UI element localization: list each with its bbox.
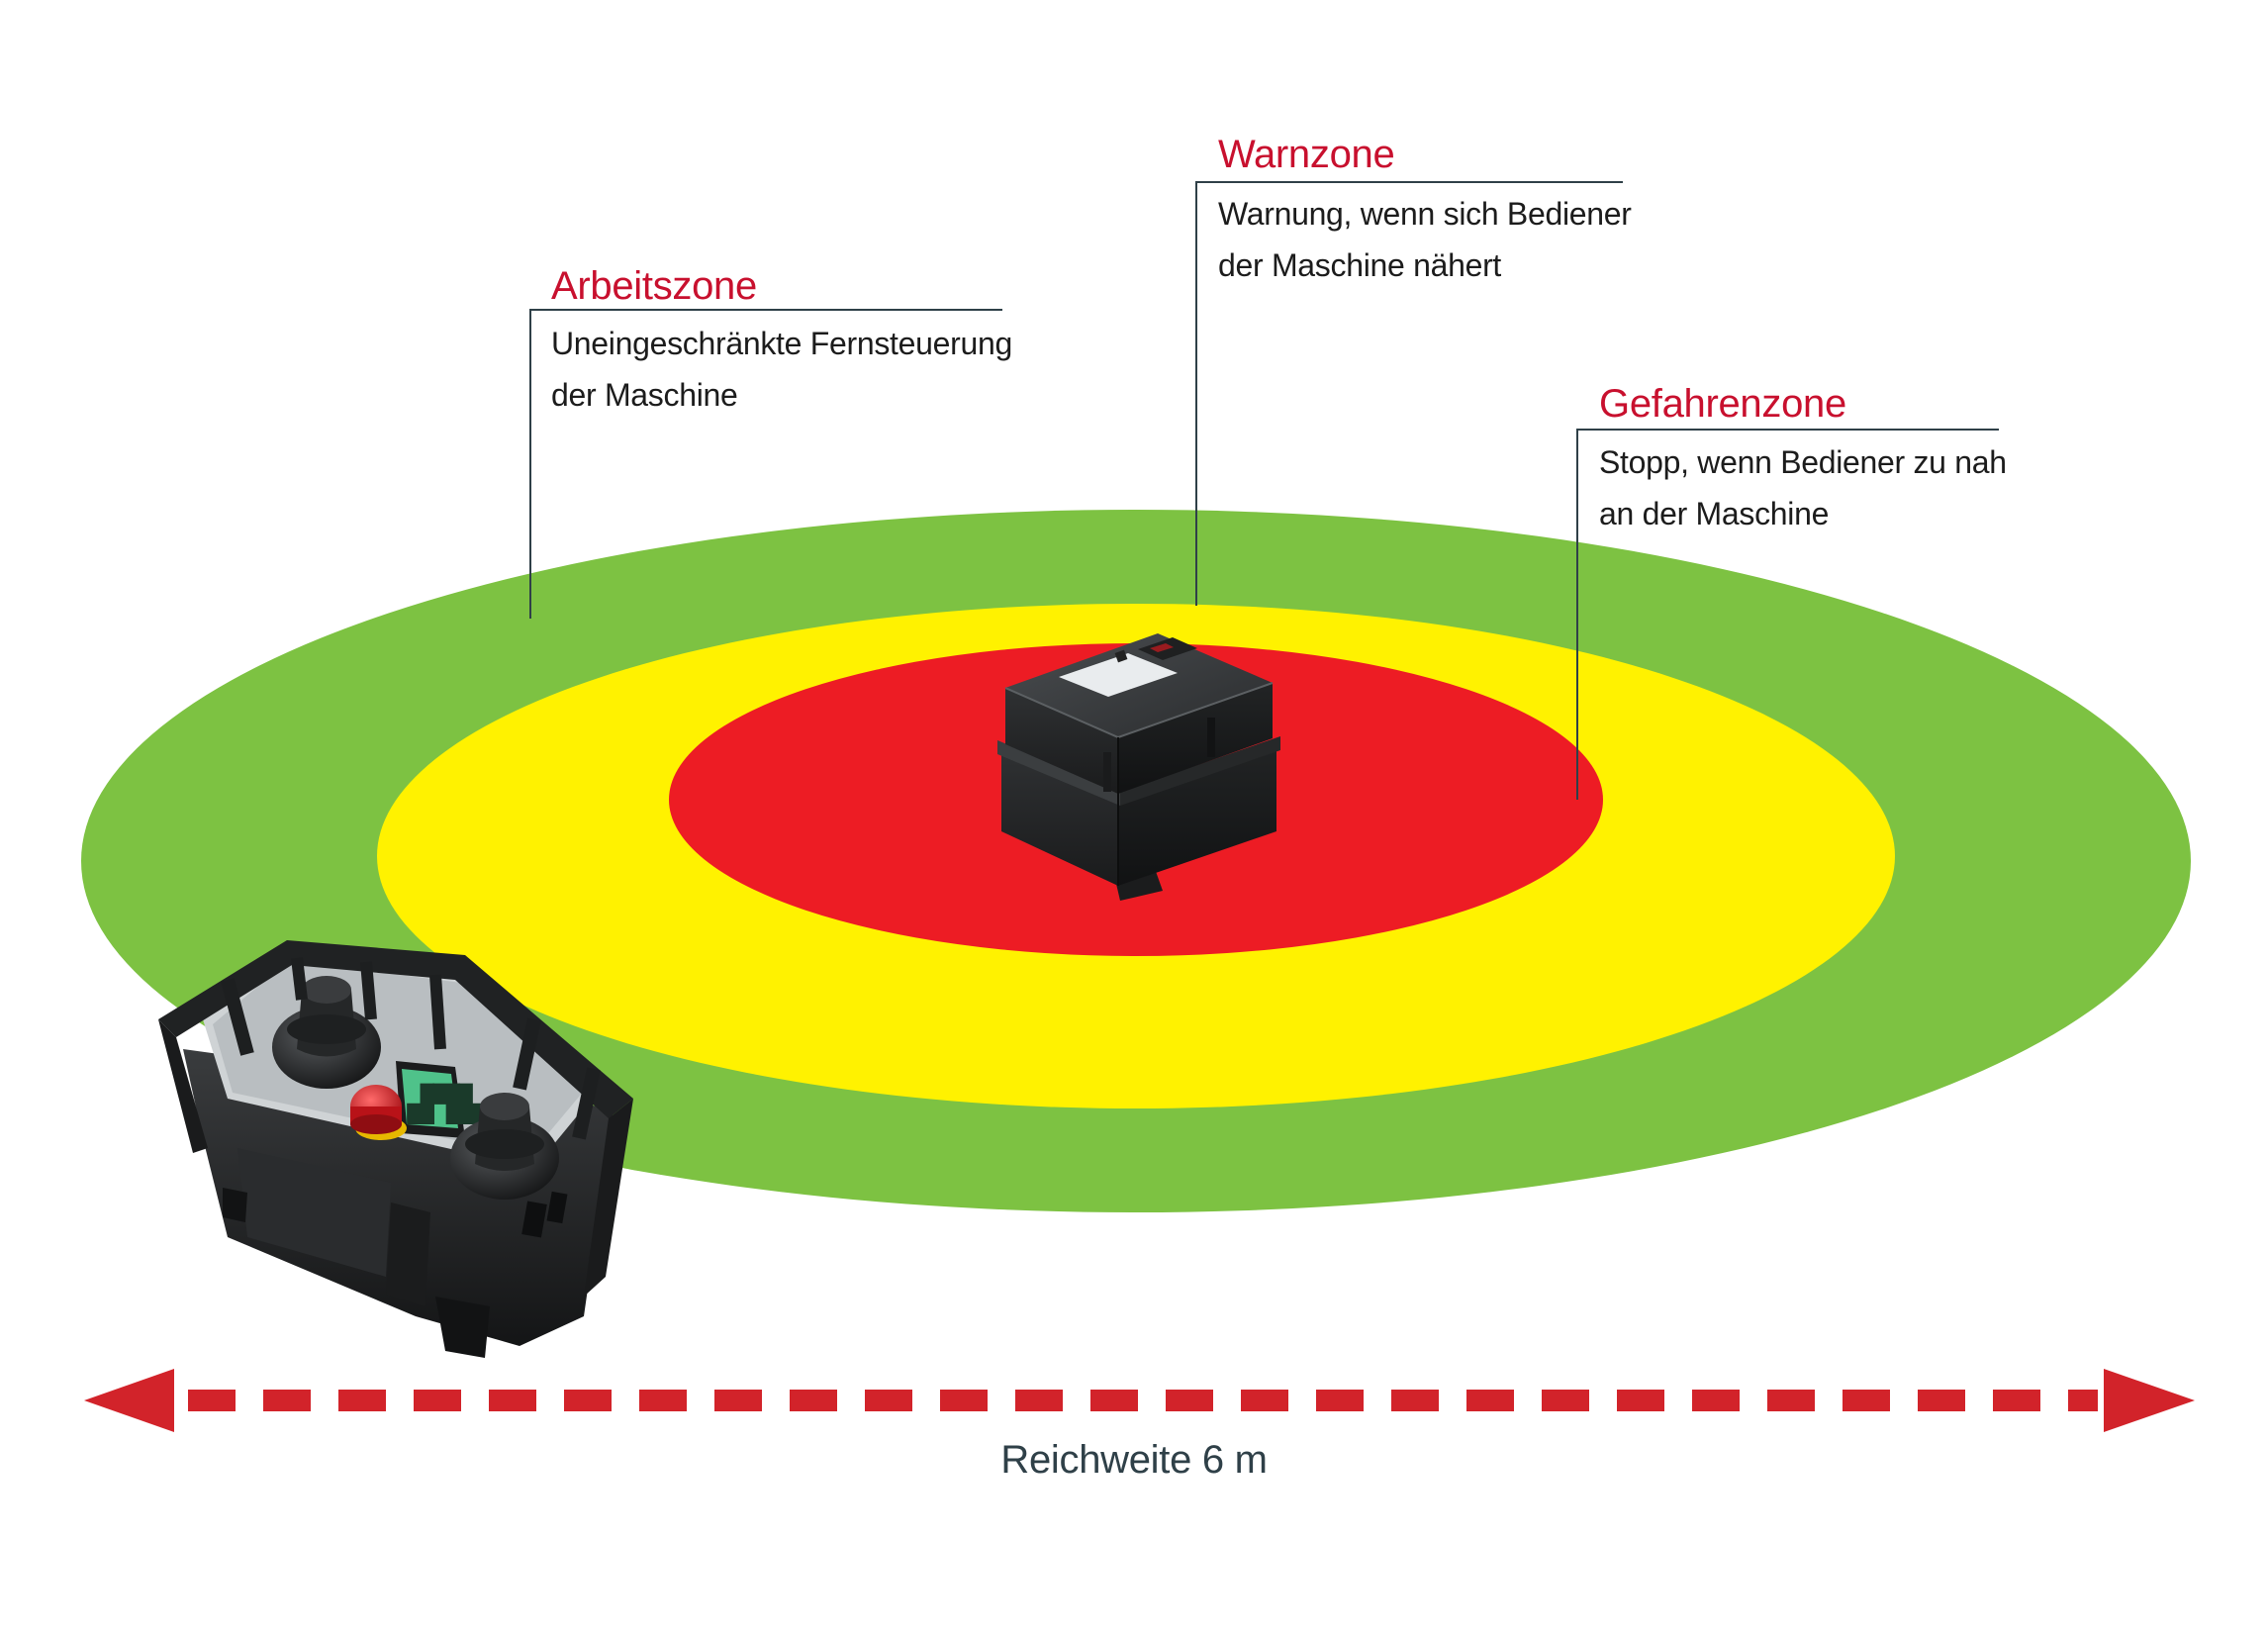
display-glyphs: ▟▜▙ [407,1083,487,1125]
danger-zone-description-line-1: Stopp, wenn Bediener zu nah [1599,444,2007,480]
warn-zone-description-line-1: Warnung, wenn sich Bediener [1218,196,1632,232]
work-zone-description-line-1: Uneingeschränkte Fernsteuerung [551,326,1012,361]
range-label: Reichweite 6 m [1000,1438,1268,1482]
danger-zone-description-line-2: an der Maschine [1599,496,1830,531]
danger-zone-leader-line [1576,429,1999,800]
work-zone-description-line-2: der Maschine [551,377,738,413]
warn-zone-leader-line [1195,181,1623,606]
warn-zone-description: Warnung, wenn sich Bediener der Maschine… [1218,188,1632,291]
double-headed-dashed-arrow-icon [84,1369,2195,1432]
work-zone-title: Arbeitszone [551,264,757,308]
work-zone-description: Uneingeschränkte Fernsteuerung der Masch… [551,318,1012,421]
remote-control-transmitter-icon: ▟▜▙ [158,940,633,1358]
receiver-box-icon [997,633,1280,901]
danger-zone-title: Gefahrenzone [1599,382,1846,426]
work-zone-leader-line [529,309,1002,619]
warn-zone-title: Warnzone [1218,133,1395,176]
danger-zone-description: Stopp, wenn Bediener zu nah an der Masch… [1599,436,2007,539]
warn-zone-description-line-2: der Maschine nähert [1218,247,1502,283]
